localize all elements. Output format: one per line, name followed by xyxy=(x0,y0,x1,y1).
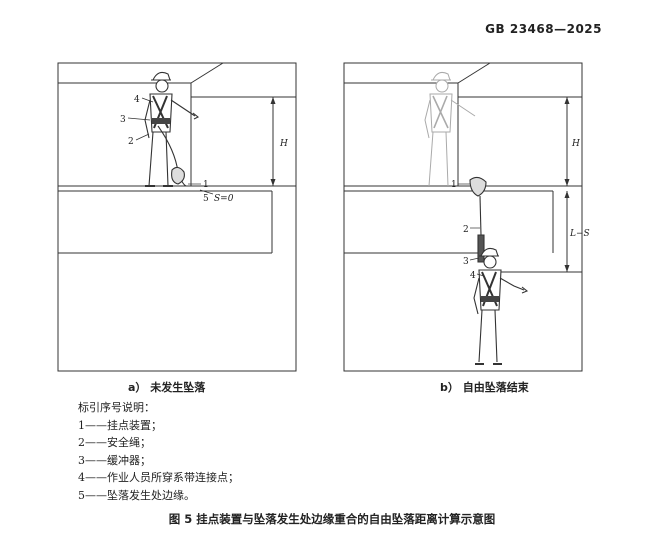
figure-a-labels: 4 3 2 1 5 S=0 H xyxy=(120,95,288,204)
figure-a-caption: a） 未发生坠落 xyxy=(128,381,206,394)
legend-item: 3——缓冲器； xyxy=(78,453,151,467)
legend-item: 4——作业人员所穿系带连接点； xyxy=(78,471,239,485)
svg-text:1: 1 xyxy=(203,180,209,190)
svg-text:2: 2 xyxy=(463,225,469,235)
figure-b-labels: 1 2 3 4 H L−S xyxy=(451,139,590,281)
svg-text:4: 4 xyxy=(470,271,476,281)
svg-text:S=0: S=0 xyxy=(214,194,234,204)
worker-figure-a xyxy=(127,71,214,195)
svg-text:2: 2 xyxy=(128,137,134,147)
figure-illustrations: 4 3 2 1 5 S=0 H xyxy=(57,62,590,372)
svg-text:3: 3 xyxy=(463,257,469,267)
worker-figure-b-ghost xyxy=(424,72,476,187)
figure-a-drawing xyxy=(57,62,297,372)
legend-item: 1——挂点装置； xyxy=(78,418,162,432)
svg-text:1: 1 xyxy=(451,180,457,190)
legend-title: 标引序号说明： xyxy=(78,401,155,414)
legend: 标引序号说明： 1——挂点装置； 2——安全绳； 3——缓冲器； 4——作业人员… xyxy=(78,399,239,505)
worker-figure-b-fallen xyxy=(458,176,529,365)
svg-text:L−S: L−S xyxy=(569,229,590,239)
legend-item: 5——坠落发生处边缘。 xyxy=(78,488,195,502)
svg-text:3: 3 xyxy=(120,115,126,125)
svg-text:H: H xyxy=(279,139,288,149)
standard-number: GB 23468—2025 xyxy=(485,22,602,36)
legend-item: 2——安全绳； xyxy=(78,436,151,450)
svg-text:4: 4 xyxy=(134,95,140,105)
svg-text:5: 5 xyxy=(203,194,209,204)
figure-title: 图 5 挂点装置与坠落发生处边缘重合的自由坠落距离计算示意图 xyxy=(168,512,496,526)
figure-b-caption: b） 自由坠落结束 xyxy=(440,381,529,394)
svg-text:H: H xyxy=(571,139,580,149)
figure-b-drawing xyxy=(343,62,583,372)
